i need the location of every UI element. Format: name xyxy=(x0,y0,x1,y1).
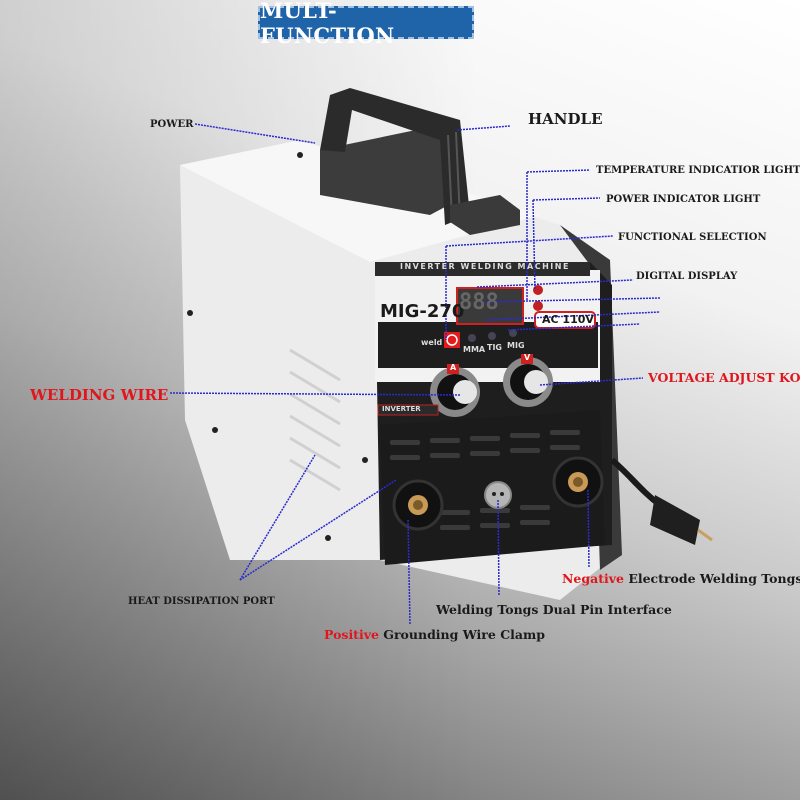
callout-handle: HANDLE xyxy=(528,110,603,128)
callout-functional-selection: FUNCTIONAL SELECTION xyxy=(618,232,767,243)
negative-label: Negative xyxy=(562,571,624,586)
negative-rest: Electrode Welding Tongs xyxy=(623,571,800,586)
voltage-badge: AC 110V xyxy=(542,313,594,326)
digital-display xyxy=(456,287,524,325)
callout-digital-display: DIGITAL DISPLAY xyxy=(636,271,738,282)
knob-label-a: A xyxy=(450,363,457,372)
mode-mig: MIG xyxy=(507,341,525,350)
positive-rest: Grounding Wire Clamp xyxy=(378,627,545,642)
mode-mma: MMA xyxy=(463,345,486,354)
positive-label: Positive xyxy=(324,627,379,642)
callout-power: POWER xyxy=(150,119,194,130)
callout-power-light: POWER INDICATOR LIGHT xyxy=(606,194,761,205)
callout-temperature-light: TEMPERATURE INDICATIOR LIGHT xyxy=(596,165,800,176)
heat-vents xyxy=(289,348,341,492)
mode-tig: TIG xyxy=(487,343,502,352)
plug xyxy=(650,495,700,545)
callout-heat-port: HEAT DISSIPATION PORT xyxy=(128,596,275,607)
callout-positive-clamp: Positive Grounding Wire Clamp xyxy=(324,627,545,642)
knobs xyxy=(430,354,553,417)
display-digits: 888 xyxy=(459,290,499,315)
callout-negative-tongs: Negative Electrode Welding Tongs xyxy=(562,571,800,586)
grille-slots xyxy=(390,430,580,530)
handle-illustration xyxy=(320,88,520,235)
callout-dual-pin: Welding Tongs Dual Pin Interface xyxy=(436,602,672,617)
panel-header-text: INVERTER WELDING MACHINE xyxy=(400,262,570,271)
knob-label-v: V xyxy=(524,353,531,362)
callout-lines xyxy=(169,123,661,626)
screws xyxy=(187,152,368,541)
callout-voltage-knob: VOLTAGE ADJUST KONB xyxy=(648,370,800,385)
callout-welding-wire: WELDING WIRE xyxy=(30,386,169,404)
model-label: MIG-270 xyxy=(380,301,465,322)
mode-weld: weld xyxy=(421,338,443,347)
inverter-label: INVERTER xyxy=(382,405,421,413)
